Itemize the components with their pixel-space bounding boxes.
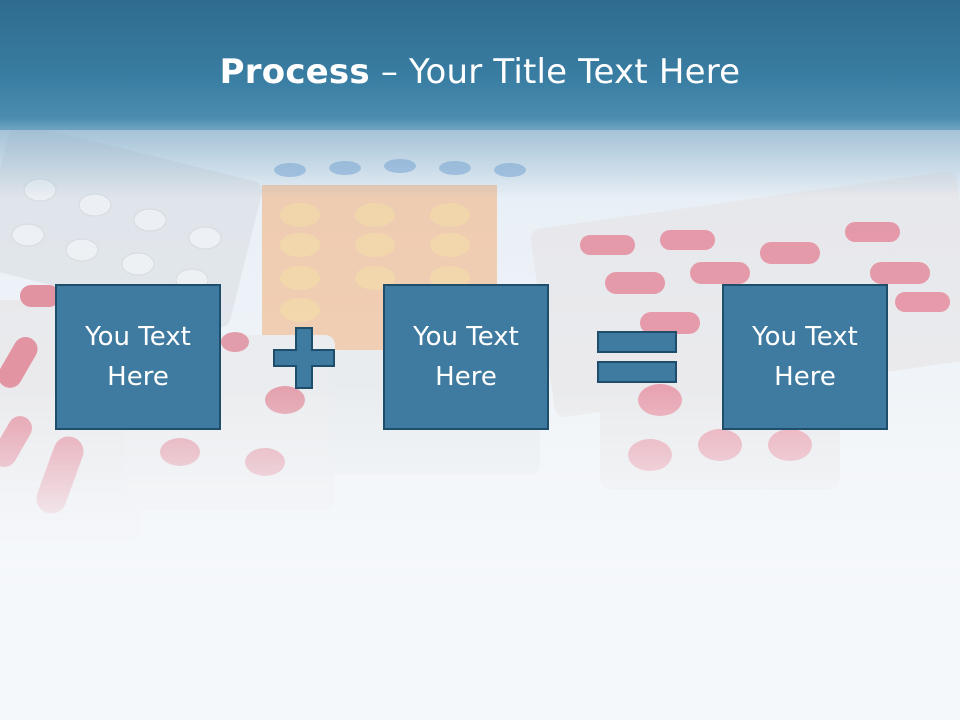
process-box-2[interactable]: You Text Here [383,284,549,430]
title-bold: Process [219,52,370,92]
process-box-1-text: You Text Here [85,322,191,392]
process-box-1[interactable]: You Text Here [55,284,221,430]
title-rest: Your Title Text Here [409,52,741,92]
slide-title: Process – Your Title Text Here [0,52,960,92]
process-box-3[interactable]: You Text Here [722,284,888,430]
title-banner: Process – Your Title Text Here [0,0,960,130]
background-fade [0,380,960,720]
equals-icon [597,331,677,383]
process-box-3-text: You Text Here [752,322,858,392]
title-banner-fade [0,128,960,198]
title-dash: – [369,52,410,92]
process-box-2-text: You Text Here [413,322,519,392]
plus-icon [273,327,335,389]
